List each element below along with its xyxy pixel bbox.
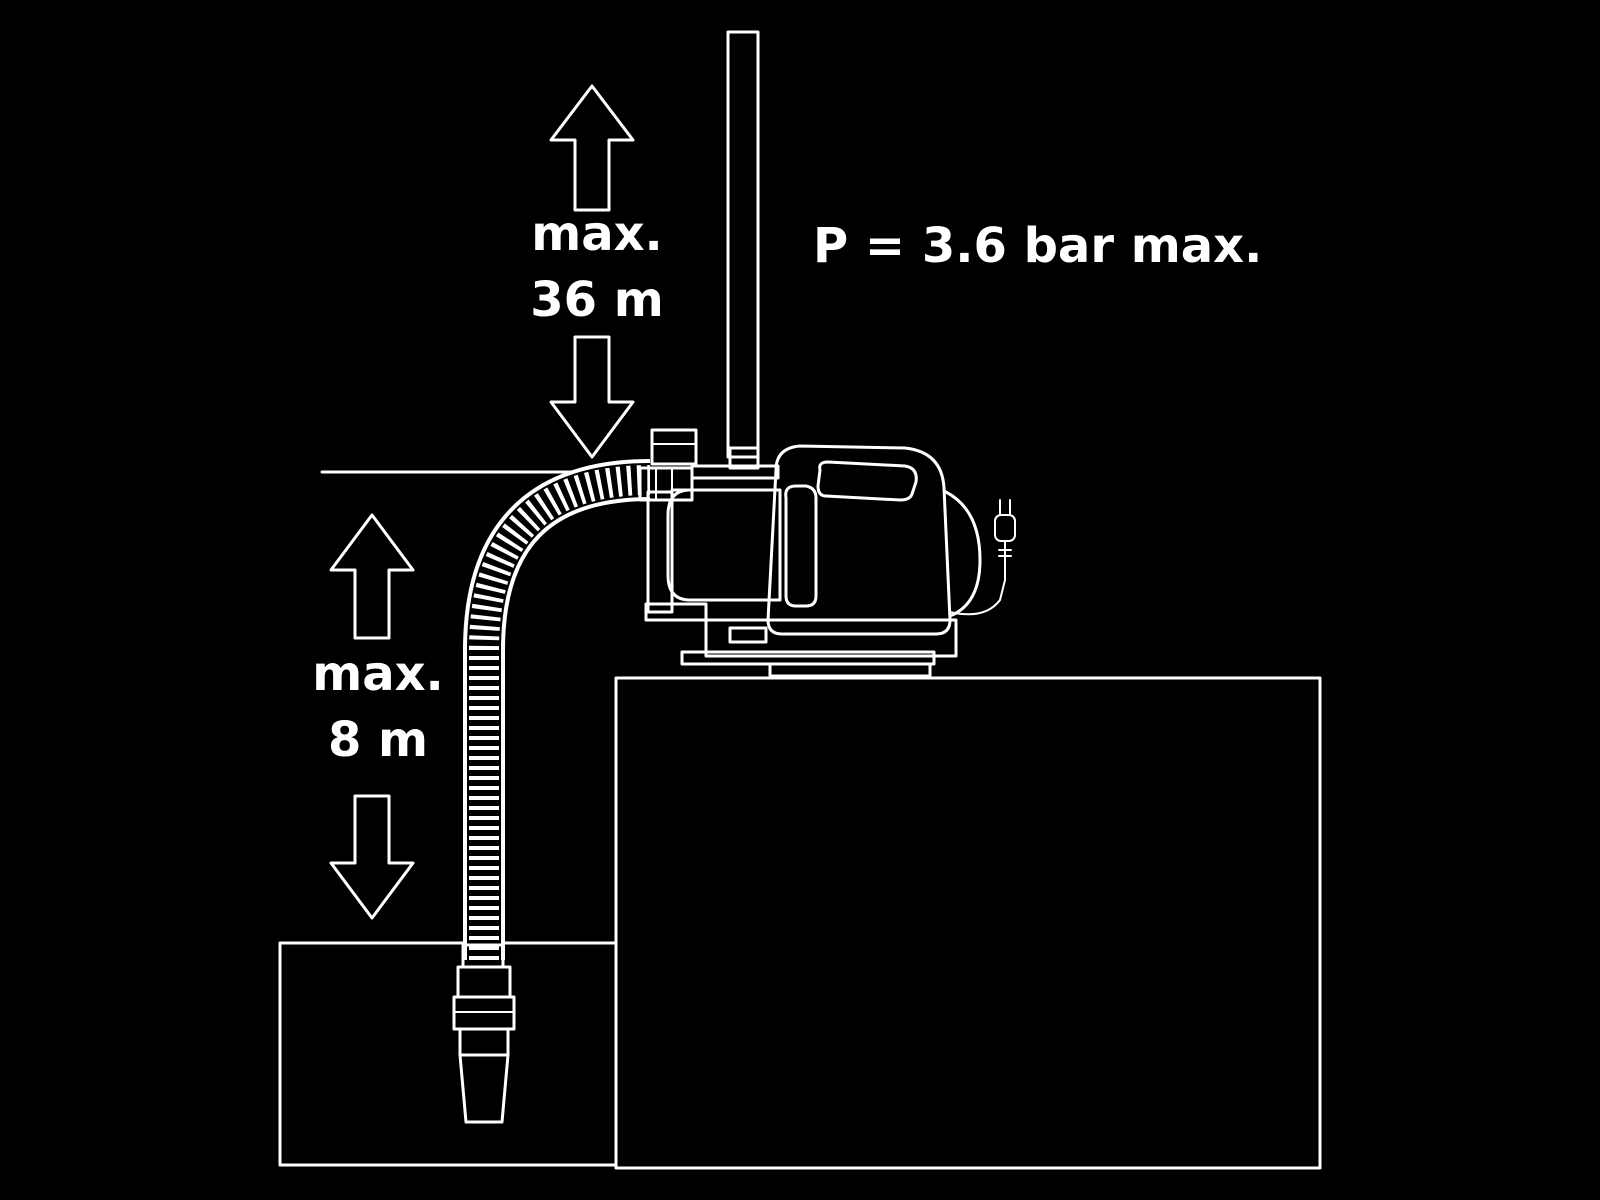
arrow-up-icon [549,84,635,212]
arrow-down-icon [549,335,635,459]
pressure-label: P = 3.6 bar max. [813,218,1262,274]
suction-filter [452,943,516,1124]
arrow-up-icon [329,513,415,640]
discharge-head-label-line1: max. [531,206,663,262]
discharge-head-label-line2: 36 m [530,272,664,328]
suction-head-label-line2: 8 m [328,712,428,768]
garden-pump [638,428,1006,678]
suction-hose [463,459,651,960]
platform-block [614,676,1322,1170]
arrow-down-icon [329,794,415,920]
discharge-pipe [726,30,760,459]
power-plug-icon [994,499,1016,561]
suction-head-label-line1: max. [312,646,444,702]
water-reservoir [278,941,618,1167]
